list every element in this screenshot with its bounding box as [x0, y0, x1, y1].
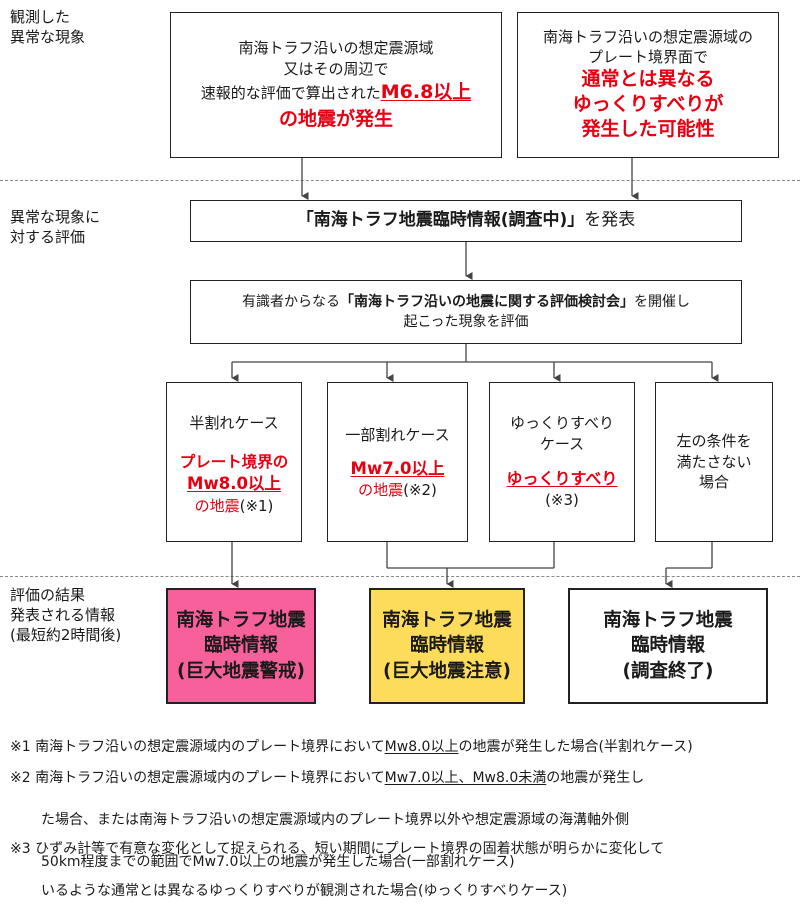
investigation-announce-box: 「南海トラフ地震臨時情報(調査中)」を発表: [190, 200, 742, 242]
observed-slip-line5: 発生した可能性: [581, 117, 715, 140]
case-none-line3: 場合: [698, 473, 729, 492]
committee-name: 「南海トラフ沿いの地震に関する評価検討会」: [340, 293, 634, 310]
case-slow-title1: ゆっくりすべり: [510, 414, 614, 432]
footnote-2-underlined: Mw7.0以上、Mw8.0未満: [384, 770, 547, 786]
case-partial-title: 一部割れケース: [345, 426, 450, 444]
case-partial-red1: Mw7.0以上: [350, 458, 445, 478]
footnote-1-underlined: Mw8.0以上: [384, 739, 459, 755]
end-line3: (調査終了): [622, 660, 714, 682]
side-label-evaluation: 異常な現象に 対する評価: [10, 208, 101, 246]
footnote-3-line1: ※3 ひずみ計等で有意な変化として捉えられる、短い期間にプレート境界の固着状態が…: [10, 841, 665, 857]
advisory-line1: 南海トラフ地震: [382, 609, 512, 631]
announce-title: 「南海トラフ地震臨時情報(調査中)」: [296, 210, 585, 231]
observed-eq-line4: の地震が発生: [278, 107, 393, 130]
case-partial-rupture: 一部割れケース Mw7.0以上 の地震(※2): [327, 382, 468, 542]
observed-slip-keyword: ゆっくりすべり: [572, 93, 705, 116]
case-partial-line2: の地震(※2): [358, 480, 437, 501]
footnote-2-pre: ※2 南海トラフ沿いの想定震源域内のプレート境界において: [10, 770, 385, 786]
case-half-title: 半割れケース: [189, 414, 279, 432]
announce-suffix: を発表: [584, 210, 636, 231]
case-half-line3: の地震(※1): [195, 496, 274, 517]
advisory-line2: 臨時情報: [409, 635, 484, 657]
case-partial-red2: の地震: [358, 481, 404, 500]
observed-earthquake-box: 南海トラフ沿いの想定震源域 又はその周辺で 速報的な評価で算出されたM6.8以上…: [170, 12, 502, 158]
end-line2: 臨時情報: [630, 635, 705, 657]
committee-post: を開催し: [634, 293, 690, 310]
observed-eq-line2: 又はその周辺で: [283, 59, 389, 78]
warning-line3: (巨大地震警戒): [177, 660, 305, 682]
warning-line2: 臨時情報: [203, 635, 278, 657]
observed-eq-line3: 速報的な評価で算出されたM6.8以上: [201, 79, 472, 105]
case-none: 左の条件を 満たさない 場合: [655, 382, 773, 542]
footnote-2-post: の地震が発生し: [546, 770, 645, 786]
case-slow-note: (※3): [545, 491, 579, 510]
case-half-red1: プレート境界の: [179, 452, 289, 471]
divider-result: [0, 576, 800, 577]
footnote-2-line1: ※2 南海トラフ沿いの想定震源域内のプレート境界においてMw7.0以上、Mw8.…: [10, 768, 644, 789]
observed-eq-line1: 南海トラフ沿いの想定震源域: [238, 39, 434, 58]
side-label-observed: 観測した 異常な現象: [10, 8, 86, 46]
output-megaquake-advisory: 南海トラフ地震 臨時情報 (巨大地震注意): [369, 588, 525, 704]
output-investigation-end: 南海トラフ地震 臨時情報 (調査終了): [568, 588, 768, 704]
case-none-line2: 満たさない: [676, 452, 752, 471]
side-label-result: 評価の結果 発表される情報 (最短約2時間後): [10, 586, 122, 644]
footnote-3: ※3 ひずみ計等で有意な変化として捉えられる、短い期間にプレート境界の固着状態が…: [10, 818, 664, 923]
case-slow-slip: ゆっくりすべり ケース ゆっくりすべり (※3): [489, 382, 635, 542]
observed-eq-line3-pre: 速報的な評価で算出された: [200, 84, 381, 103]
divider-observed: [0, 180, 800, 181]
flow-arrows: [231, 158, 719, 588]
case-slow-title2: ケース: [539, 434, 585, 453]
case-half-red3: の地震: [194, 496, 240, 515]
case-half-rupture: 半割れケース プレート境界の Mw8.0以上 の地震(※1): [166, 382, 302, 542]
end-line1: 南海トラフ地震: [603, 609, 733, 631]
footnote-2-line2: た場合、または南海トラフ沿いの想定震源域内のプレート境界以外や想定震源域の海溝軸…: [41, 812, 629, 828]
output-megaquake-warning: 南海トラフ地震 臨時情報 (巨大地震警戒): [166, 588, 316, 704]
warning-line1: 南海トラフ地震: [176, 609, 306, 631]
case-partial-note: (※2): [403, 481, 437, 500]
footnote-3-line2: いるような通常とは異なるゆっくりすべりが観測された場合(ゆっくりすべりケース): [41, 883, 568, 899]
case-slow-red1: ゆっくりすべり: [506, 469, 618, 489]
observed-slow-slip-box: 南海トラフ沿いの想定震源域の プレート境界面で 通常とは異なる ゆっくりすべりが…: [517, 12, 779, 158]
observed-slip-line1: 南海トラフ沿いの想定震源域の: [542, 28, 753, 47]
committee-line2: 起こった現象を評価: [403, 314, 529, 330]
case-none-line1: 左の条件を: [676, 431, 752, 450]
footnote-1-pre: ※1 南海トラフ沿いの想定震源域内のプレート境界において: [10, 739, 385, 755]
committee-line1: 有識者からなる「南海トラフ沿いの地震に関する評価検討会」を開催し: [242, 292, 690, 312]
case-half-red2: Mw8.0以上: [187, 474, 281, 494]
case-half-note: (※1): [239, 496, 274, 515]
committee-pre: 有識者からなる: [242, 293, 340, 310]
footnote-1: ※1 南海トラフ沿いの想定震源域内のプレート境界においてMw8.0以上の地震が発…: [10, 716, 693, 758]
advisory-line3: (巨大地震注意): [383, 660, 511, 682]
observed-eq-magnitude: M6.8以上: [380, 81, 472, 104]
observed-slip-suffix: が: [704, 93, 724, 116]
footnote-1-post: の地震が発生した場合(半割れケース): [458, 739, 693, 755]
observed-slip-line4: ゆっくりすべりが: [573, 92, 724, 117]
observed-slip-line2: プレート境界面で: [587, 47, 708, 66]
evaluation-committee-box: 有識者からなる「南海トラフ沿いの地震に関する評価検討会」を開催し 起こった現象を…: [190, 280, 742, 344]
observed-slip-line3: 通常とは異なる: [581, 68, 715, 91]
